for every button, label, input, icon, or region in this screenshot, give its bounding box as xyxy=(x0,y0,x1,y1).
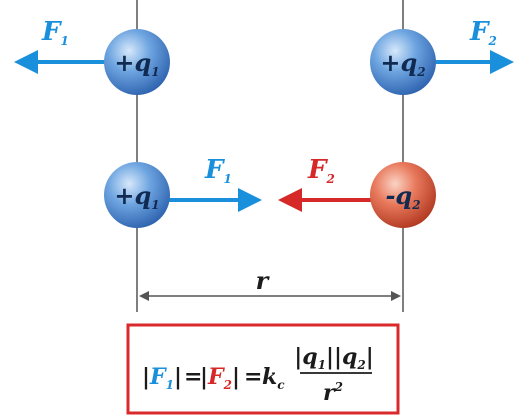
distance-left-arrowhead xyxy=(139,291,149,301)
top-left-charge-label: +q1 xyxy=(114,48,159,79)
formula-f2-magnitude: |F2| xyxy=(200,364,240,392)
top-left-force-label: F1 xyxy=(41,17,69,48)
formula-f1-magnitude: |F1| xyxy=(142,364,182,392)
formula-denominator: r2 xyxy=(323,380,343,406)
formula-second-equals: = xyxy=(244,364,262,390)
formula-box xyxy=(126,323,400,415)
bottom-right-negative-charge xyxy=(370,162,436,228)
top-right-charge-label: +q2 xyxy=(380,48,425,79)
bottom-right-charge-label: -q2 xyxy=(385,181,420,212)
top-right-positive-charge xyxy=(370,29,436,95)
top-right-force-label: F2 xyxy=(469,17,497,48)
distance-label: r xyxy=(256,266,271,295)
top-left-positive-charge xyxy=(104,29,170,95)
formula-numerator: |q1||q2| xyxy=(294,344,374,372)
bottom-left-charge-label: +q1 xyxy=(114,181,159,212)
formula-constant: kc xyxy=(262,364,285,392)
distance-right-arrowhead xyxy=(391,291,401,301)
bottom-left-force-label: F1 xyxy=(204,155,232,186)
formula-first-equals: = xyxy=(184,364,202,390)
bottom-left-positive-charge xyxy=(104,162,170,228)
bottom-right-force-label: F2 xyxy=(307,155,335,186)
